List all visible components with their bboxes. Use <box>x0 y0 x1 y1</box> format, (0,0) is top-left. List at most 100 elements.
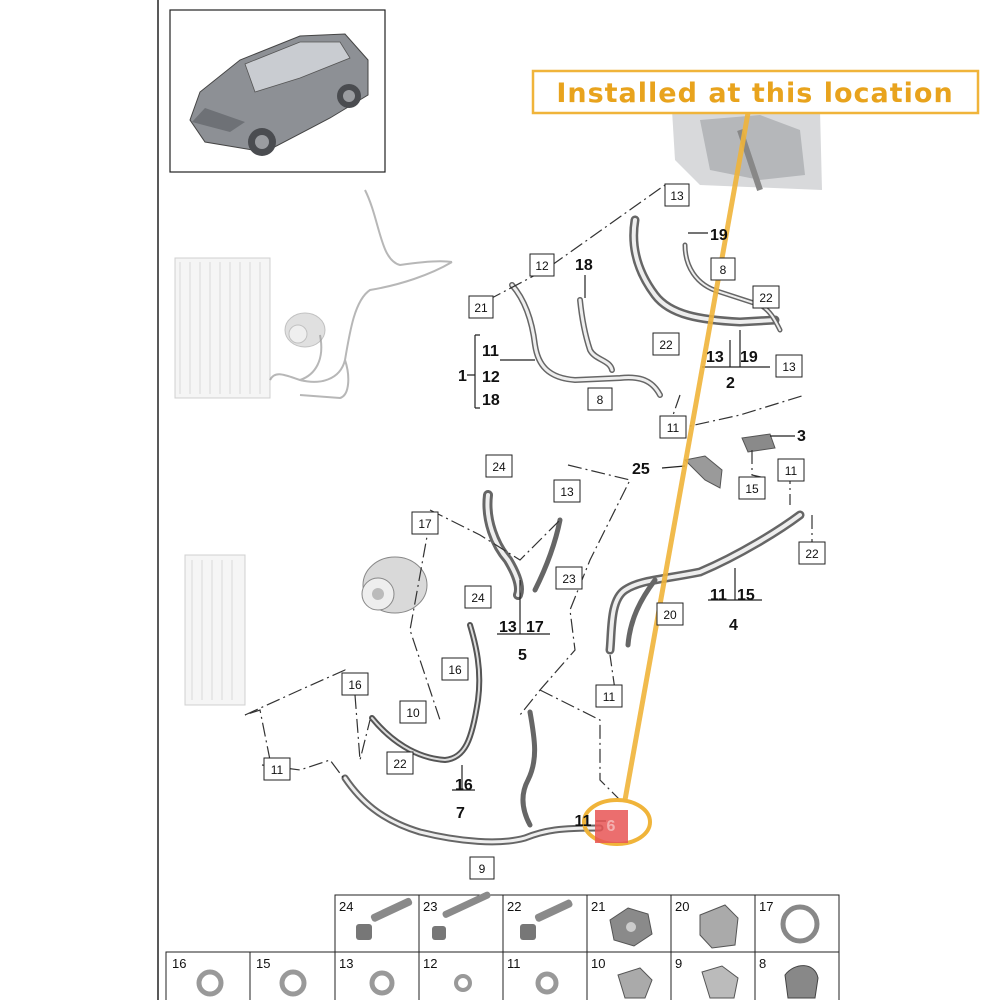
part-box: 22 <box>386 751 414 775</box>
group-4-item: 11 <box>710 587 727 604</box>
group-19-number: 19 <box>710 227 728 244</box>
part-box: 12 <box>529 253 555 277</box>
overview-lines-top <box>269 189 453 400</box>
legend-label: 16 <box>172 956 186 971</box>
compressor-top <box>284 312 326 348</box>
group-4-number: 4 <box>729 617 738 634</box>
part-box: 10 <box>399 700 427 724</box>
group-25-number: 25 <box>632 461 650 478</box>
group-7-number: 7 <box>456 805 465 822</box>
legend-label: 15 <box>256 956 270 971</box>
svg-text:16: 16 <box>348 678 362 692</box>
highlighted-part-number: 6 <box>607 818 616 835</box>
part-box: 24 <box>464 585 492 609</box>
group-2-item: 13 <box>706 349 724 366</box>
legend-label: 12 <box>423 956 437 971</box>
svg-text:12: 12 <box>535 259 549 273</box>
group-1-item: 11 <box>482 343 499 360</box>
svg-text:23: 23 <box>562 572 576 586</box>
part-box: 9 <box>469 856 495 880</box>
svg-text:15: 15 <box>745 482 759 496</box>
legend-label: 11 <box>507 956 521 971</box>
svg-text:10: 10 <box>406 706 420 720</box>
legend-label: 23 <box>423 899 437 914</box>
group-1-item: 12 <box>482 369 500 386</box>
group-1-number: 1 <box>458 368 467 385</box>
group-5-number: 5 <box>518 647 527 664</box>
part-box: 11 <box>263 757 291 781</box>
svg-text:13: 13 <box>670 189 684 203</box>
fitting-25 <box>683 455 723 489</box>
svg-text:22: 22 <box>659 338 673 352</box>
svg-text:24: 24 <box>471 591 485 605</box>
legend-label: 22 <box>507 899 521 914</box>
svg-text:8: 8 <box>720 263 727 277</box>
svg-text:13: 13 <box>560 485 574 499</box>
o-ring-icon <box>196 969 224 997</box>
part-box: 8 <box>587 387 613 411</box>
group-4-item: 15 <box>737 587 755 604</box>
part-box: 22 <box>652 332 680 356</box>
bolt-icon <box>356 897 413 940</box>
part-box: 8 <box>710 257 736 281</box>
part-box: 23 <box>555 566 583 590</box>
seal-ring-icon <box>780 904 820 944</box>
svg-text:22: 22 <box>759 291 773 305</box>
part-box: 22 <box>752 285 780 309</box>
legend-label: 17 <box>759 899 773 914</box>
condenser-bottom <box>184 554 246 706</box>
part-box: 13 <box>664 183 690 207</box>
group-1-item: 18 <box>482 392 500 409</box>
group-labels: 1 11 12 18 13 19 2 3 25 18 19 11 15 4 13… <box>455 227 806 822</box>
part-box: 16 <box>441 657 469 681</box>
condenser-top <box>174 257 271 399</box>
part-box: 11 <box>659 415 687 439</box>
hose-assembly-5 <box>482 490 563 600</box>
group-5-item: 13 <box>499 619 517 636</box>
clip-icon <box>701 965 739 999</box>
location-callout: Installed at this location 6 11 <box>531 69 980 846</box>
legend-label: 10 <box>591 956 605 971</box>
part-box: 17 <box>411 511 439 535</box>
engine-bay-image <box>672 110 822 191</box>
svg-text:13: 13 <box>782 360 796 374</box>
svg-text:11: 11 <box>271 763 284 777</box>
callout-highlight-ellipse <box>582 798 652 846</box>
svg-text:9: 9 <box>479 862 486 876</box>
callout-text: Installed at this location <box>556 78 953 109</box>
svg-text:11: 11 <box>667 421 680 435</box>
hose-assembly-4 <box>605 510 805 655</box>
nut-icon <box>609 907 653 947</box>
svg-text:21: 21 <box>474 301 488 315</box>
parts-legend: 24 23 22 21 20 17 16 15 13 <box>165 891 840 1000</box>
bolt-icon <box>520 899 573 940</box>
part-number-boxes: 13 12 21 8 22 22 13 8 11 11 15 22 24 13 … <box>263 183 826 880</box>
hose-assembly-2 <box>629 215 783 333</box>
callout-box <box>531 69 980 115</box>
group-7-item: 16 <box>455 777 473 794</box>
legend-label: 9 <box>675 956 682 971</box>
group-2-number: 2 <box>726 375 735 392</box>
vehicle-thumbnail <box>169 9 386 173</box>
legend-label: 20 <box>675 899 689 914</box>
legend-label: 24 <box>339 899 353 914</box>
bolt-icon <box>432 891 491 940</box>
part-box: 20 <box>656 602 684 626</box>
svg-text:11: 11 <box>603 690 616 704</box>
highlighted-part-prefix: 11 <box>575 813 592 830</box>
legend-label: 13 <box>339 956 353 971</box>
svg-text:11: 11 <box>785 464 798 478</box>
fitting-3 <box>741 433 776 453</box>
part-box: 11 <box>777 458 805 482</box>
hose-assembly-9 <box>341 709 604 846</box>
part-box: 11 <box>595 684 623 708</box>
legend-label: 21 <box>591 899 605 914</box>
compressor-bottom <box>361 556 428 614</box>
svg-text:17: 17 <box>418 517 432 531</box>
svg-text:16: 16 <box>448 663 462 677</box>
part-box: 22 <box>798 541 826 565</box>
group-2-item: 19 <box>740 349 758 366</box>
part-box: 13 <box>775 354 803 378</box>
clip-icon <box>699 904 739 949</box>
group-5-item: 17 <box>526 619 544 636</box>
